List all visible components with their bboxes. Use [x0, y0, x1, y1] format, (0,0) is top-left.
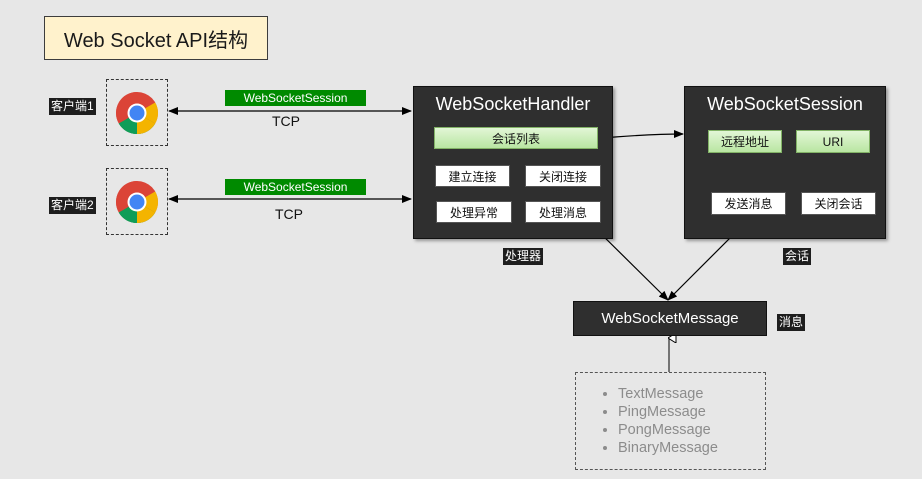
client2-session-tag: WebSocketSession — [225, 179, 366, 195]
handler-title: WebSocketHandler — [435, 94, 591, 114]
session-caption: 会话 — [783, 248, 812, 265]
message-type-item: BinaryMessage — [618, 439, 765, 457]
session-list-field: 会话列表 — [434, 127, 598, 149]
client2-protocol: TCP — [275, 206, 303, 222]
client1-session-tag: WebSocketSession — [225, 90, 366, 106]
open-connection-button: 建立连接 — [435, 165, 510, 187]
handler-caption: 处理器 — [503, 248, 544, 265]
client2-label: 客户端2 — [49, 197, 96, 214]
close-session-button: 关闭会话 — [801, 192, 876, 215]
websocket-message-box: WebSocketMessage — [573, 301, 767, 336]
message-type-item: TextMessage — [618, 385, 765, 403]
chrome-icon — [115, 180, 159, 223]
message-types-list: TextMessage PingMessage PongMessage Bina… — [576, 385, 765, 457]
close-connection-button: 关闭连接 — [525, 165, 601, 187]
diagram-title: Web Socket API结构 — [44, 16, 268, 60]
send-message-button: 发送消息 — [711, 192, 786, 215]
handle-message-button: 处理消息 — [525, 201, 601, 223]
client1-label: 客户端1 — [49, 98, 96, 115]
message-type-item: PingMessage — [618, 403, 765, 421]
message-type-item: PongMessage — [618, 421, 765, 439]
chrome-icon — [115, 91, 159, 134]
websocket-handler-panel: WebSocketHandler 会话列表 建立连接 关闭连接 处理异常 处理消… — [413, 86, 613, 239]
client2-box — [106, 168, 168, 235]
handle-error-button: 处理异常 — [436, 201, 512, 223]
websocket-session-panel: WebSocketSession 远程地址 URI 发送消息 关闭会话 — [684, 86, 886, 239]
remote-address-field: 远程地址 — [708, 130, 782, 153]
message-caption: 消息 — [777, 314, 806, 331]
message-types-box: TextMessage PingMessage PongMessage Bina… — [575, 372, 766, 470]
uri-field: URI — [796, 130, 870, 153]
client1-box — [106, 79, 168, 146]
session-title: WebSocketSession — [707, 94, 863, 114]
client1-protocol: TCP — [272, 113, 300, 129]
